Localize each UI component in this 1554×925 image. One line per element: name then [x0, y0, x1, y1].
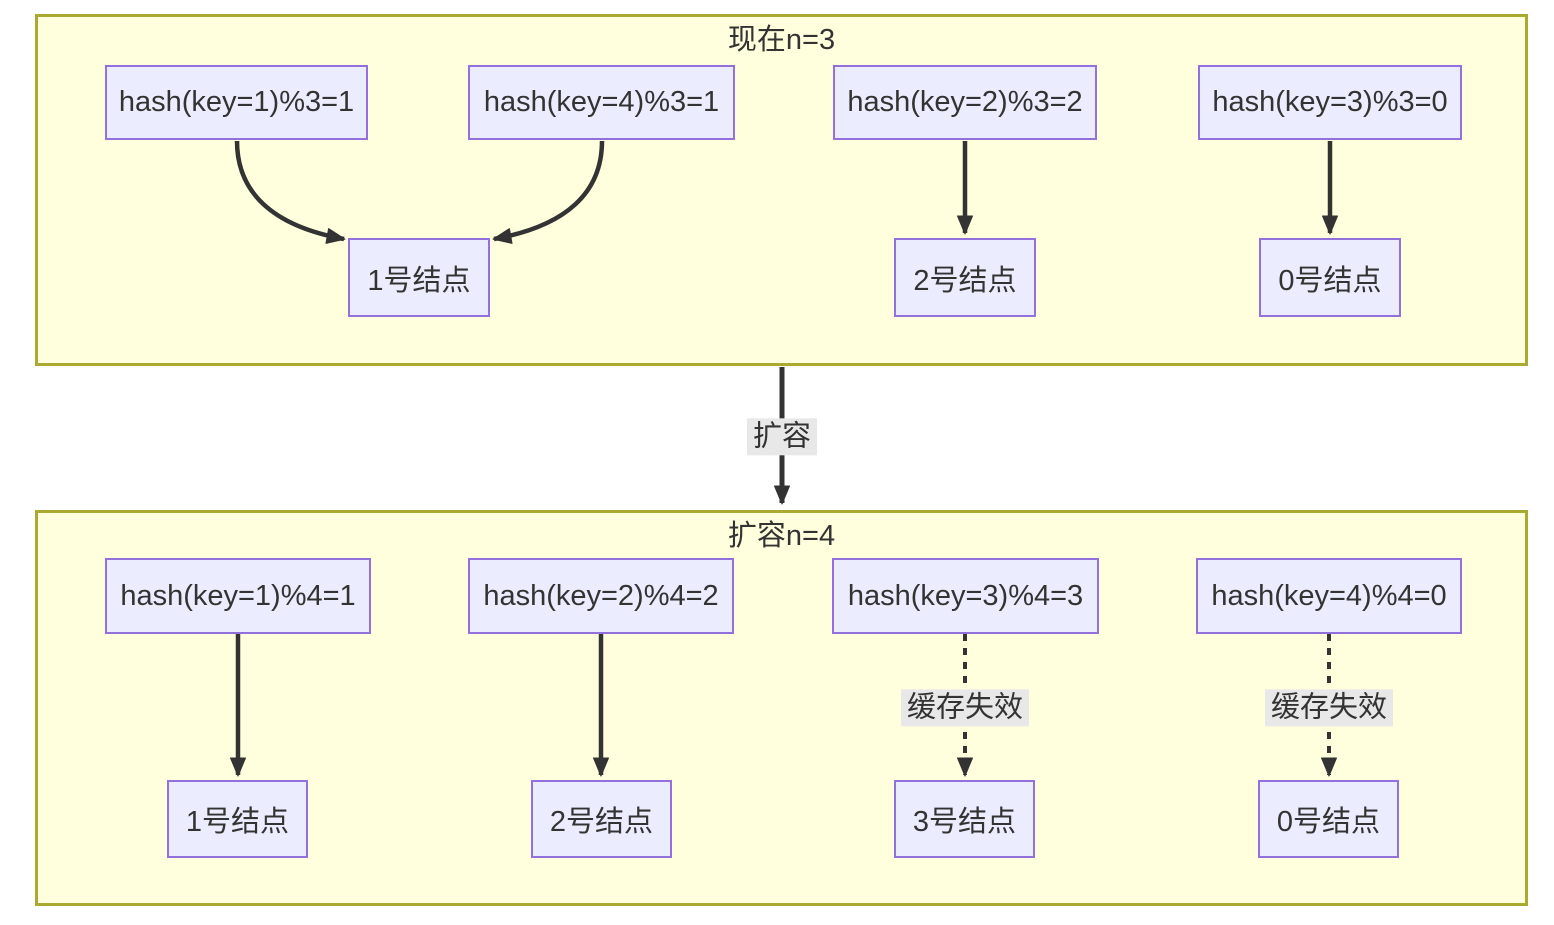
- cache-invalid-label-node3: 缓存失效: [900, 689, 1030, 727]
- before-hash-box-key4: hash(key=4)%3=1: [468, 65, 735, 140]
- after-node-box-1: 1号结点: [167, 780, 308, 858]
- cache-invalid-label-node0: 缓存失效: [1264, 689, 1394, 727]
- before-panel-title: 现在n=3: [727, 24, 836, 56]
- before-hash-box-key2: hash(key=2)%3=2: [833, 65, 1097, 140]
- before-node-box-0: 0号结点: [1259, 238, 1401, 317]
- after-hash-box-key1: hash(key=1)%4=1: [105, 558, 371, 634]
- after-node-box-2: 2号结点: [531, 780, 672, 858]
- after-hash-box-key2: hash(key=2)%4=2: [468, 558, 734, 634]
- after-panel-title: 扩容n=4: [727, 520, 836, 552]
- before-node-box-2: 2号结点: [894, 238, 1036, 317]
- after-node-box-3: 3号结点: [894, 780, 1035, 858]
- after-hash-box-key4: hash(key=4)%4=0: [1196, 558, 1462, 634]
- before-node-box-1: 1号结点: [348, 238, 490, 317]
- transition-label: 扩容: [746, 418, 818, 456]
- after-hash-box-key3: hash(key=3)%4=3: [832, 558, 1099, 634]
- before-hash-box-key3: hash(key=3)%3=0: [1198, 65, 1462, 140]
- before-hash-box-key1: hash(key=1)%3=1: [105, 65, 368, 140]
- after-node-box-0: 0号结点: [1258, 780, 1399, 858]
